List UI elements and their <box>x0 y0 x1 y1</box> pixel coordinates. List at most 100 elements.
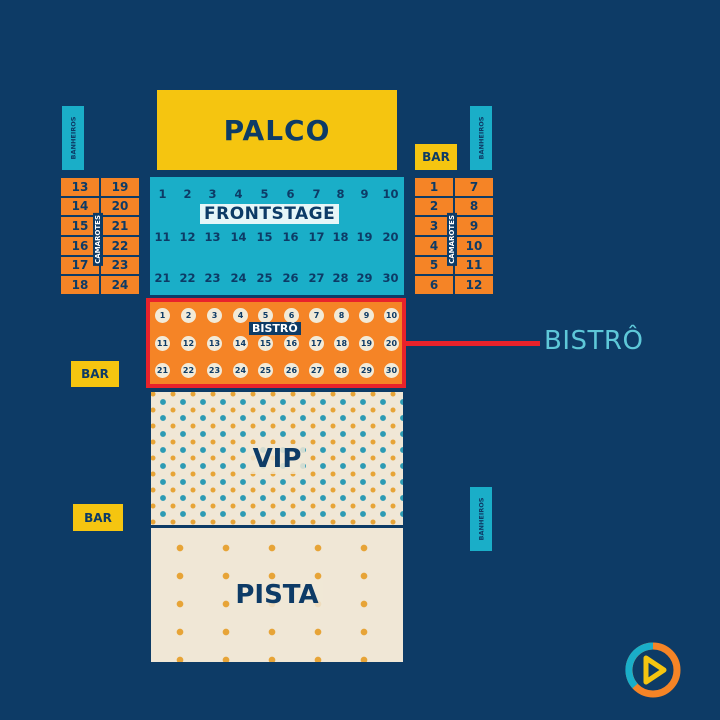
bar-left-upper-label: BAR <box>81 367 109 381</box>
frontstage-seat[interactable]: 21 <box>154 271 171 285</box>
frontstage-seat[interactable]: 6 <box>286 187 295 201</box>
bistro-table[interactable]: 2 <box>181 308 196 323</box>
bistro-table[interactable]: 20 <box>384 336 399 351</box>
frontstage-label: FRONTSTAGE <box>200 204 340 224</box>
camarote-right-box[interactable]: 11 <box>454 255 494 276</box>
bistro-callout-label: BISTRÔ <box>544 326 644 356</box>
frontstage-seat[interactable]: 29 <box>356 271 373 285</box>
frontstage-seat[interactable]: 26 <box>282 271 299 285</box>
bistro-table[interactable]: 17 <box>309 336 324 351</box>
camarote-right-box[interactable]: 7 <box>454 177 494 197</box>
frontstage-seat[interactable]: 27 <box>308 271 325 285</box>
camarote-left-box[interactable]: 18 <box>60 275 100 295</box>
frontstage-seat[interactable]: 24 <box>230 271 247 285</box>
bistro-table[interactable]: 7 <box>309 308 324 323</box>
bistro-callout-line <box>406 341 540 346</box>
frontstage-seat[interactable]: 3 <box>208 187 217 201</box>
bistro-table[interactable]: 14 <box>233 336 248 351</box>
camarote-right-box[interactable]: 6 <box>414 275 454 295</box>
frontstage-seat[interactable]: 9 <box>360 187 369 201</box>
frontstage-seat[interactable]: 18 <box>332 230 349 244</box>
bistro-table[interactable]: 19 <box>359 336 374 351</box>
bar-top-right[interactable]: BAR <box>415 144 457 170</box>
bistro-table[interactable]: 18 <box>334 336 349 351</box>
pista-zone[interactable]: PISTA <box>151 528 403 662</box>
camarote-left-box[interactable]: 19 <box>100 177 140 197</box>
frontstage-seat[interactable]: 23 <box>204 271 221 285</box>
camarote-left-box[interactable]: 22 <box>100 235 140 256</box>
frontstage-seat[interactable]: 22 <box>179 271 196 285</box>
bistro-table[interactable]: 11 <box>155 336 170 351</box>
camarote-left-box[interactable]: 13 <box>60 177 100 197</box>
frontstage-seat[interactable]: 19 <box>356 230 373 244</box>
bistro-table[interactable]: 12 <box>181 336 196 351</box>
bar-left-lower-label: BAR <box>84 510 112 525</box>
bistro-table[interactable]: 30 <box>384 363 399 378</box>
frontstage-seat[interactable]: 12 <box>179 230 196 244</box>
frontstage-seat[interactable]: 17 <box>308 230 325 244</box>
bistro-table[interactable]: 10 <box>384 308 399 323</box>
frontstage-seat[interactable]: 7 <box>312 187 321 201</box>
camarote-left-box[interactable]: 24 <box>100 275 140 295</box>
restroom-right-bottom-label: BANHEIROS <box>477 497 485 541</box>
camarote-right-box[interactable]: 1 <box>414 177 454 197</box>
frontstage-seat[interactable]: 25 <box>256 271 273 285</box>
frontstage-seat[interactable]: 2 <box>183 187 192 201</box>
bistro-table[interactable]: 22 <box>181 363 196 378</box>
frontstage-seat[interactable]: 13 <box>204 230 221 244</box>
frontstage-seat[interactable]: 15 <box>256 230 273 244</box>
camarotes-left-label: CAMAROTES <box>93 213 103 266</box>
frontstage-seat[interactable]: 11 <box>154 230 171 244</box>
restroom-left-label: BANHEIROS <box>69 116 77 160</box>
bar-left-lower[interactable]: BAR <box>73 504 123 531</box>
bistro-table[interactable]: 4 <box>233 308 248 323</box>
frontstage-seat[interactable]: 4 <box>234 187 243 201</box>
pista-label: PISTA <box>231 580 323 610</box>
camarote-right-box[interactable]: 9 <box>454 216 494 236</box>
bar-top-right-label: BAR <box>422 150 450 164</box>
restroom-right-bottom[interactable]: BANHEIROS <box>470 487 492 551</box>
bistro-table[interactable]: 5 <box>258 308 273 323</box>
frontstage-seat[interactable]: 10 <box>382 187 399 201</box>
frontstage-zone[interactable] <box>150 177 404 295</box>
camarote-right-box[interactable]: 2 <box>414 196 454 217</box>
bistro-table[interactable]: 24 <box>233 363 248 378</box>
stage: PALCO <box>157 90 397 170</box>
frontstage-seat[interactable]: 28 <box>332 271 349 285</box>
camarotes-right-label-wrap: CAMAROTES <box>447 213 457 266</box>
bistro-table[interactable]: 27 <box>309 363 324 378</box>
bistro-table[interactable]: 28 <box>334 363 349 378</box>
camarote-right-box[interactable]: 8 <box>454 196 494 217</box>
camarote-left-box[interactable]: 23 <box>100 255 140 276</box>
camarote-left-box[interactable]: 20 <box>100 196 140 217</box>
bistro-table[interactable]: 8 <box>334 308 349 323</box>
frontstage-seat[interactable]: 1 <box>158 187 167 201</box>
bistro-table[interactable]: 23 <box>207 363 222 378</box>
frontstage-seat[interactable]: 30 <box>382 271 399 285</box>
bar-left-upper[interactable]: BAR <box>71 361 119 387</box>
bistro-table[interactable]: 29 <box>359 363 374 378</box>
camarote-right-box[interactable]: 12 <box>454 275 494 295</box>
frontstage-seat[interactable]: 14 <box>230 230 247 244</box>
camarote-left-box[interactable]: 14 <box>60 196 100 217</box>
bistro-table[interactable]: 26 <box>284 363 299 378</box>
frontstage-seat[interactable]: 8 <box>336 187 345 201</box>
vip-zone[interactable]: VIP <box>151 392 403 525</box>
camarote-right-box[interactable]: 10 <box>454 235 494 256</box>
bistro-table[interactable]: 1 <box>155 308 170 323</box>
bistro-table[interactable]: 9 <box>359 308 374 323</box>
bistro-table[interactable]: 21 <box>155 363 170 378</box>
frontstage-seat[interactable]: 16 <box>282 230 299 244</box>
bistro-table[interactable]: 13 <box>207 336 222 351</box>
camarote-left-box[interactable]: 21 <box>100 216 140 236</box>
bistro-table[interactable]: 25 <box>258 363 273 378</box>
bistro-table[interactable]: 15 <box>258 336 273 351</box>
bistro-table[interactable]: 6 <box>284 308 299 323</box>
bistro-table[interactable]: 3 <box>207 308 222 323</box>
bistro-table[interactable]: 16 <box>284 336 299 351</box>
camarotes-right-label: CAMAROTES <box>447 213 457 266</box>
restroom-right-top[interactable]: BANHEIROS <box>470 106 492 170</box>
frontstage-seat[interactable]: 20 <box>382 230 399 244</box>
frontstage-seat[interactable]: 5 <box>260 187 269 201</box>
restroom-left[interactable]: BANHEIROS <box>62 106 84 170</box>
